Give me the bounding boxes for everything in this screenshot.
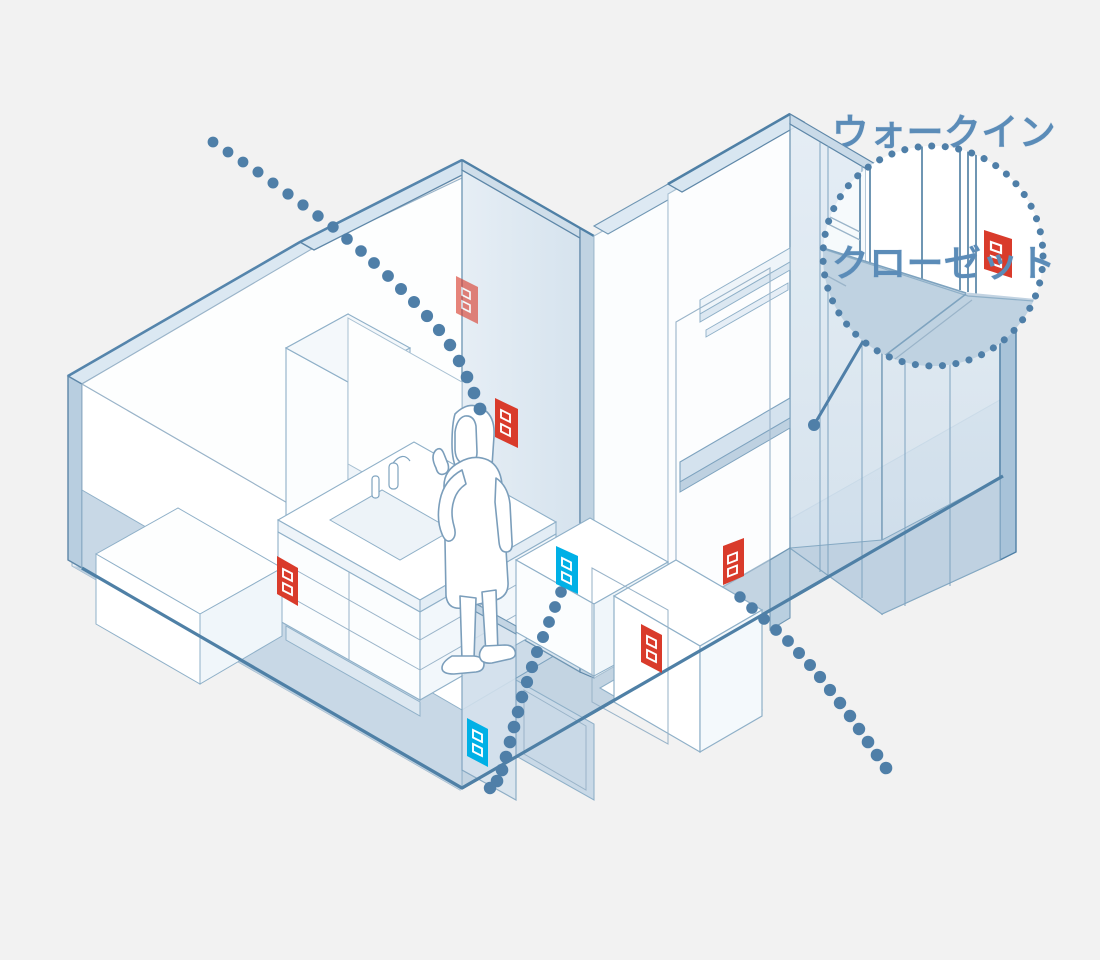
floor-front-edge-top <box>81 474 1004 790</box>
room-shell <box>66 112 1017 802</box>
laundry-area <box>514 517 764 801</box>
washer-side-outlet[interactable] <box>641 624 662 673</box>
callout-leader <box>808 336 867 431</box>
lower-right-routing-trail <box>734 591 893 775</box>
left-wall-low-outlet[interactable] <box>277 556 298 606</box>
callout-leader-line <box>812 336 867 427</box>
callout-leader-dot <box>808 419 820 431</box>
vanity-faucet <box>371 455 411 499</box>
vanity-wall-outlet[interactable] <box>495 398 518 448</box>
closet-shelf-edge <box>699 261 791 323</box>
person-dress <box>443 456 509 610</box>
closet-doorway-frame <box>769 547 791 631</box>
closet-hanger-rod <box>705 282 789 338</box>
partition-low-outlet[interactable] <box>467 718 488 767</box>
laundry-lower-cabinet-panel <box>523 689 587 791</box>
diagram-title-line-2: クローゼット <box>831 242 1056 286</box>
laundry-wall-outlet[interactable] <box>723 538 744 585</box>
closet-lower-shelf-edge <box>679 417 791 493</box>
left-low-cabinet <box>94 507 284 685</box>
person-figure <box>432 404 517 675</box>
person-shoe-right <box>478 644 517 664</box>
callout-wall-base <box>823 246 967 294</box>
outlet-markers <box>277 276 744 767</box>
callout-ring <box>819 142 1047 370</box>
vanity-kick-base <box>285 625 421 717</box>
callout-floor-plane <box>823 247 1043 366</box>
partition-top-outlet[interactable] <box>556 546 578 594</box>
closet-interior <box>675 247 791 615</box>
callout-outlet-red[interactable] <box>984 230 1012 278</box>
left-low-cabinet-right <box>199 567 283 685</box>
closet-detail-callout <box>819 142 1047 370</box>
person-arm-right <box>494 477 513 553</box>
washing-machine-right <box>699 608 763 754</box>
dotted-routing-trails <box>207 136 893 795</box>
lower-left-routing-trail <box>483 586 567 795</box>
laundry-niche-frame <box>591 567 669 745</box>
left-wall-face <box>67 374 83 570</box>
mirror-cabinet-outlet[interactable] <box>456 276 478 324</box>
closet-floor <box>788 477 1001 615</box>
person-arm-raised <box>437 469 467 542</box>
person-hand <box>432 447 450 476</box>
closet-wall-top-edge <box>667 112 791 186</box>
diagram-title-line-1: ウォークイン <box>831 111 1056 155</box>
diagram-title: ウォークイン クローゼット <box>832 24 1056 373</box>
upper-left-routing-trail <box>207 136 487 416</box>
back-wall-top-edge <box>67 158 463 378</box>
person-shoe-left <box>441 655 485 675</box>
vanity-wall-top-edge <box>461 158 595 238</box>
